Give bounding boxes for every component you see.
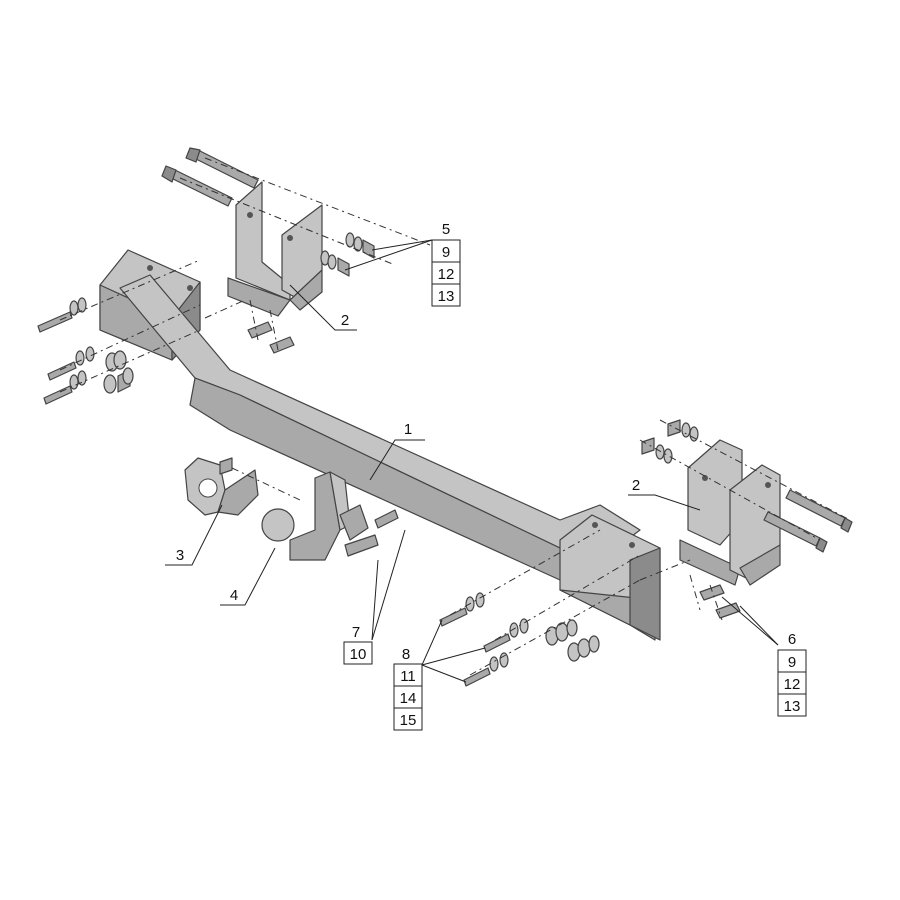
side-bracket-top (227, 181, 323, 317)
side-bracket-right (679, 439, 781, 586)
callout-4: 4 (230, 587, 238, 604)
crossbar (99, 249, 661, 641)
long-bolts-top (161, 147, 259, 207)
callout-1: 1 (404, 421, 412, 438)
callout-12b: 12 (784, 676, 801, 693)
callout-2-right: 2 (632, 477, 640, 494)
callout-13: 13 (438, 288, 455, 305)
callout-group-right: 6 9 12 13 (777, 631, 807, 717)
callout-10: 10 (350, 646, 367, 663)
fasteners-top (247, 232, 375, 354)
callout-14: 14 (400, 690, 417, 707)
fasteners-bottom (439, 592, 600, 687)
callout-group-bottom: 8 11 14 15 (393, 646, 423, 731)
assembly-axes (59, 157, 851, 676)
callout-13b: 13 (784, 698, 801, 715)
long-bolts-right (763, 489, 853, 553)
callout-2-top: 2 (341, 312, 349, 329)
callout-15: 15 (400, 712, 417, 729)
callout-group-mid: 7 10 (343, 624, 373, 665)
callout-3: 3 (176, 547, 184, 564)
callout-7: 7 (352, 624, 360, 641)
callout-group-top: 5 9 12 13 (431, 221, 461, 307)
callout-6: 6 (788, 631, 796, 648)
callout-5: 5 (442, 221, 450, 238)
callout-9b: 9 (788, 654, 796, 671)
callout-9: 9 (442, 244, 450, 261)
tow-ball (261, 471, 399, 561)
fasteners-left (37, 297, 134, 405)
callout-11: 11 (400, 668, 416, 685)
callout-12: 12 (438, 266, 455, 283)
callout-8: 8 (402, 646, 410, 663)
socket-plate (184, 457, 259, 516)
leader-lines (165, 239, 779, 683)
